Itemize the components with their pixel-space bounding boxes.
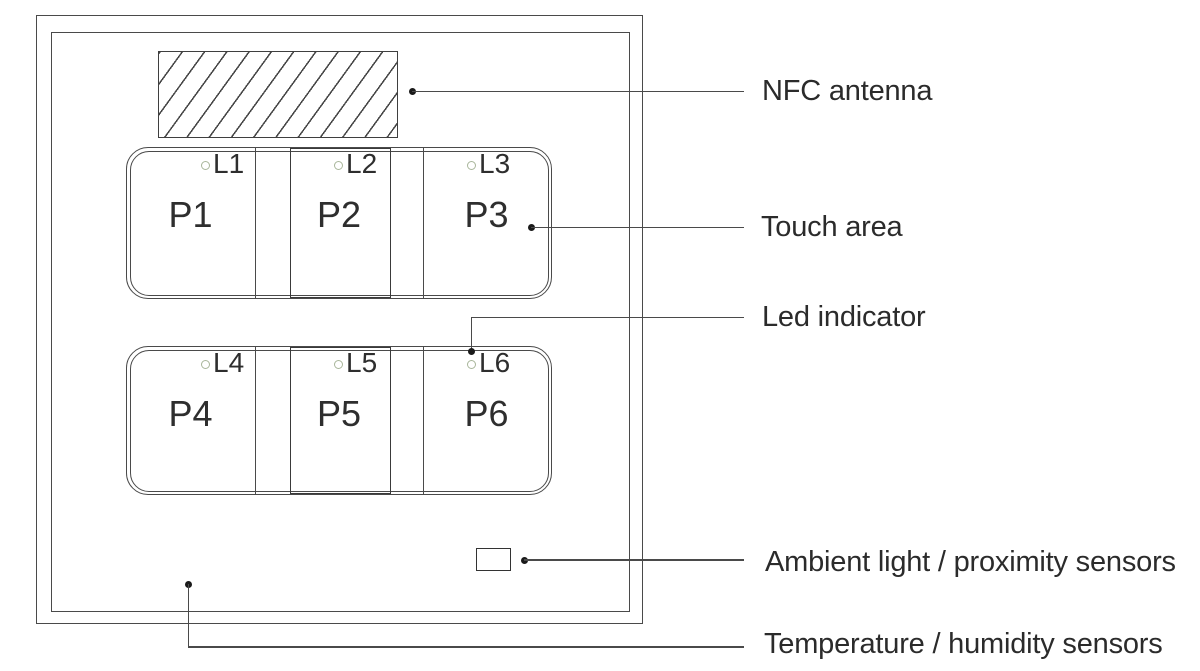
device-outer-frame [36,15,643,624]
touch-group-inner-border [129,150,549,296]
temperature-sensors-label: Temperature / humidity sensors [764,628,1163,660]
temperature-leader-line-horizontal [187,646,744,648]
led-indicator-l3-icon [467,161,476,170]
cell-divider [254,347,256,494]
touch-pad-p2-label: P2 [316,194,362,235]
led-indicator-l4-icon [201,360,210,369]
touch-area-label: Touch area [761,211,903,243]
device-inner-frame [51,32,630,612]
led-label-l1: L1 [213,148,245,179]
touch-pad-p6-label: P6 [464,393,509,434]
cell-divider [422,347,424,494]
touch-pad-p1-label: P1 [168,194,213,235]
touch-cell-p5-border [290,347,391,494]
touch-pad-p3-label: P3 [464,194,509,235]
led-label-l4: L4 [213,347,245,378]
led-label-l6: L6 [479,347,511,378]
ambient-sensor-window [476,548,511,571]
led-leader-line-horizontal [471,317,744,319]
touch-leader-line [531,227,744,229]
led-indicator-l5-icon [334,360,343,369]
nfc-antenna-hatch [158,51,398,138]
led-indicator-l2-icon [334,161,343,170]
temperature-leader-line-vertical [187,584,189,648]
touch-cell-p2-border [290,148,391,298]
led-label-l3: L3 [479,148,511,179]
ambient-leader-line [524,559,744,561]
led-label-l2: L2 [346,148,378,179]
nfc-antenna-label: NFC antenna [762,75,933,107]
led-indicator-label: Led indicator [762,301,926,333]
touch-pad-p4-label: P4 [168,393,213,434]
led-label-l5: L5 [346,347,378,378]
ambient-sensors-label: Ambient light / proximity sensors [765,546,1176,578]
nfc-leader-line [412,91,744,93]
touch-group-top: L1 L2 L3 P1 P2 P3 [126,147,552,299]
led-indicator-l6-icon [467,360,476,369]
led-leader-dot [468,348,476,355]
touch-group-inner-border [129,349,549,492]
cell-divider [254,148,256,298]
led-leader-line-vertical [471,317,473,353]
cell-divider [422,148,424,298]
touch-group-bottom: L4 L5 L6 P4 P5 P6 [126,346,552,495]
led-indicator-l1-icon [201,161,210,170]
touch-pad-p5-label: P5 [316,393,362,434]
